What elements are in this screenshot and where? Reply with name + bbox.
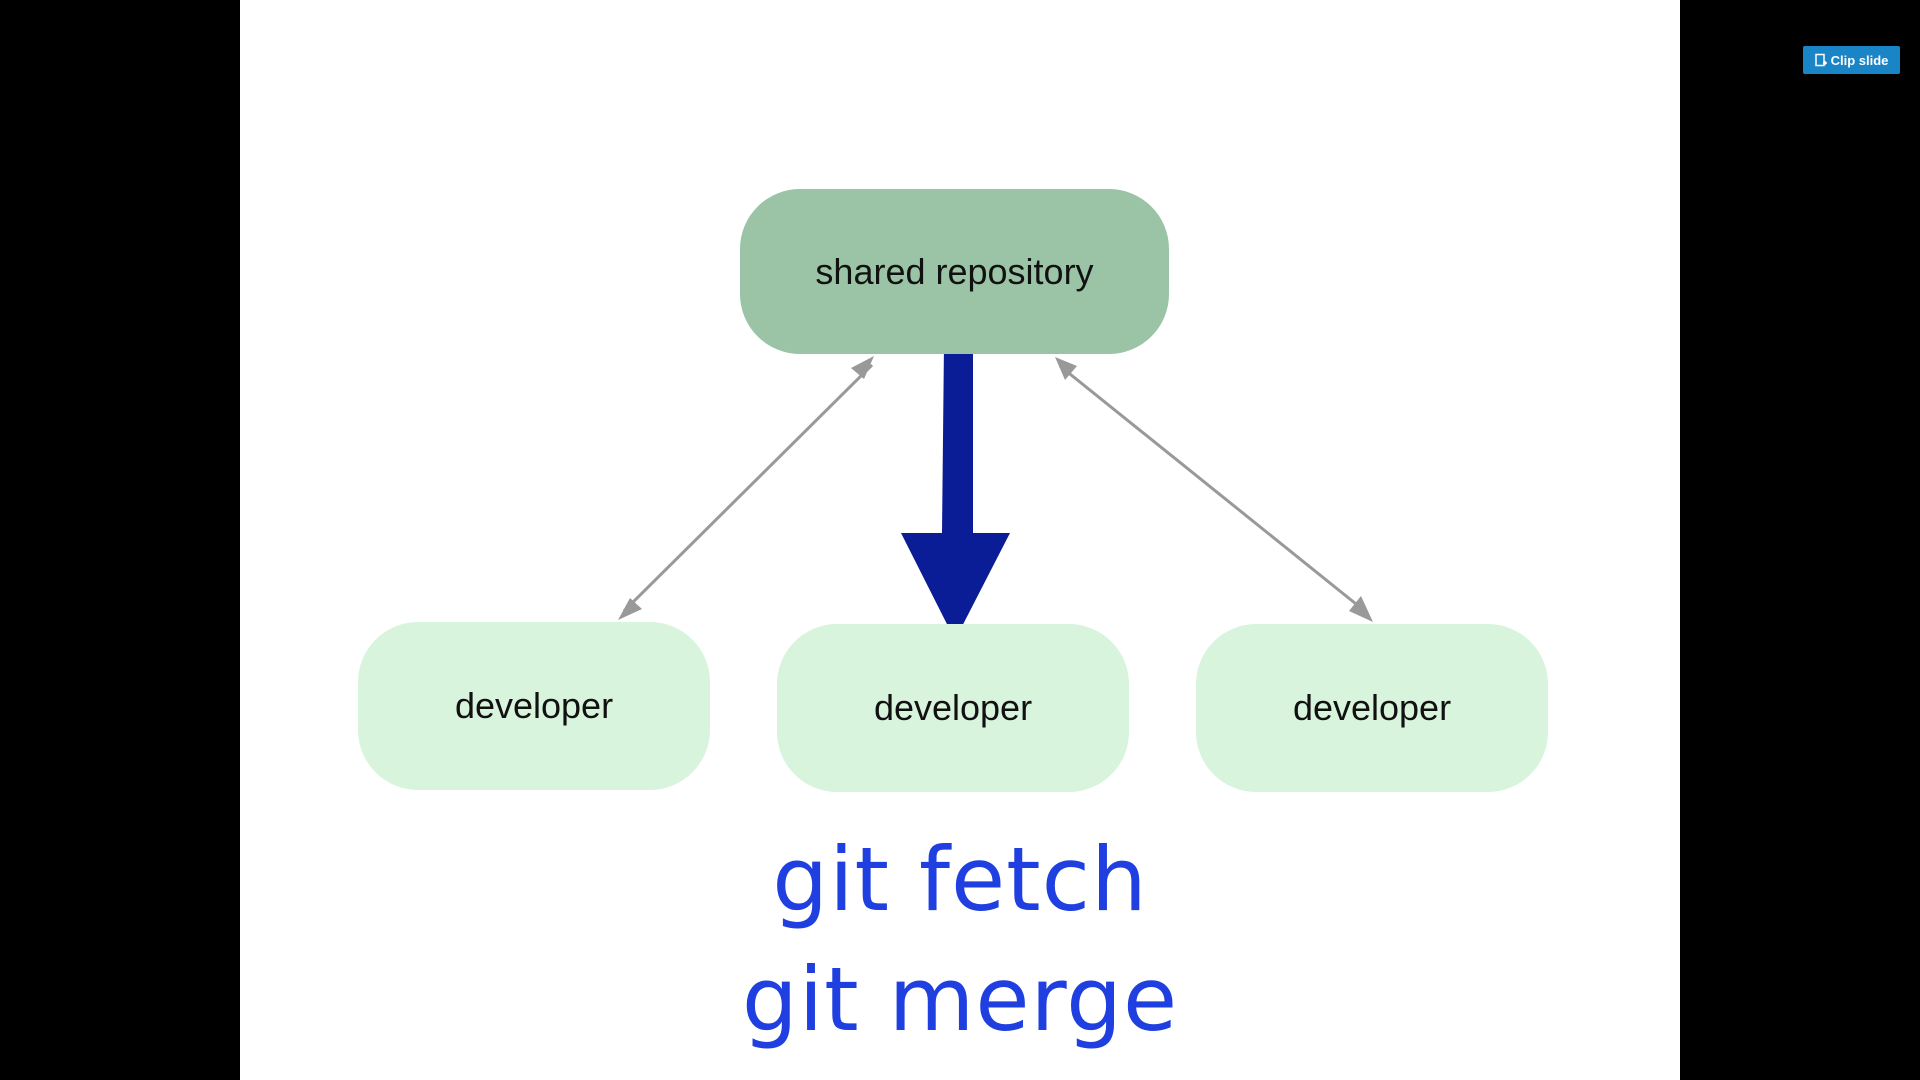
slide: shared repository developer developer de… <box>240 0 1680 1080</box>
fetch-arrow <box>901 343 1010 640</box>
git-commands: git fetch git merge <box>240 820 1680 1060</box>
developer-label: developer <box>454 685 614 726</box>
developer-node-left: developer <box>358 622 710 790</box>
sync-arrow-right <box>1059 364 1367 614</box>
sync-arrowhead-right-top <box>1055 357 1077 380</box>
command-git-fetch: git fetch <box>772 828 1148 931</box>
sync-arrowhead-left-top <box>851 356 874 379</box>
shared-repository-label: shared repository <box>815 250 1094 292</box>
developer-node-right: developer <box>1196 624 1548 792</box>
command-git-merge: git merge <box>741 948 1179 1051</box>
clip-slide-button[interactable]: Clip slide <box>1803 46 1900 74</box>
diagram-connectors <box>618 343 1373 640</box>
shared-repository-node: shared repository <box>740 189 1169 354</box>
sync-arrow-left <box>622 363 874 613</box>
developer-node-middle: developer <box>777 624 1129 792</box>
sync-arrowhead-left-bottom <box>618 598 642 620</box>
clip-slide-label: Clip slide <box>1830 52 1889 68</box>
clipboard-plus-icon <box>1814 53 1827 67</box>
developer-label: developer <box>873 687 1033 728</box>
sync-arrowhead-right-bottom <box>1349 596 1373 622</box>
developer-label: developer <box>1292 687 1452 728</box>
